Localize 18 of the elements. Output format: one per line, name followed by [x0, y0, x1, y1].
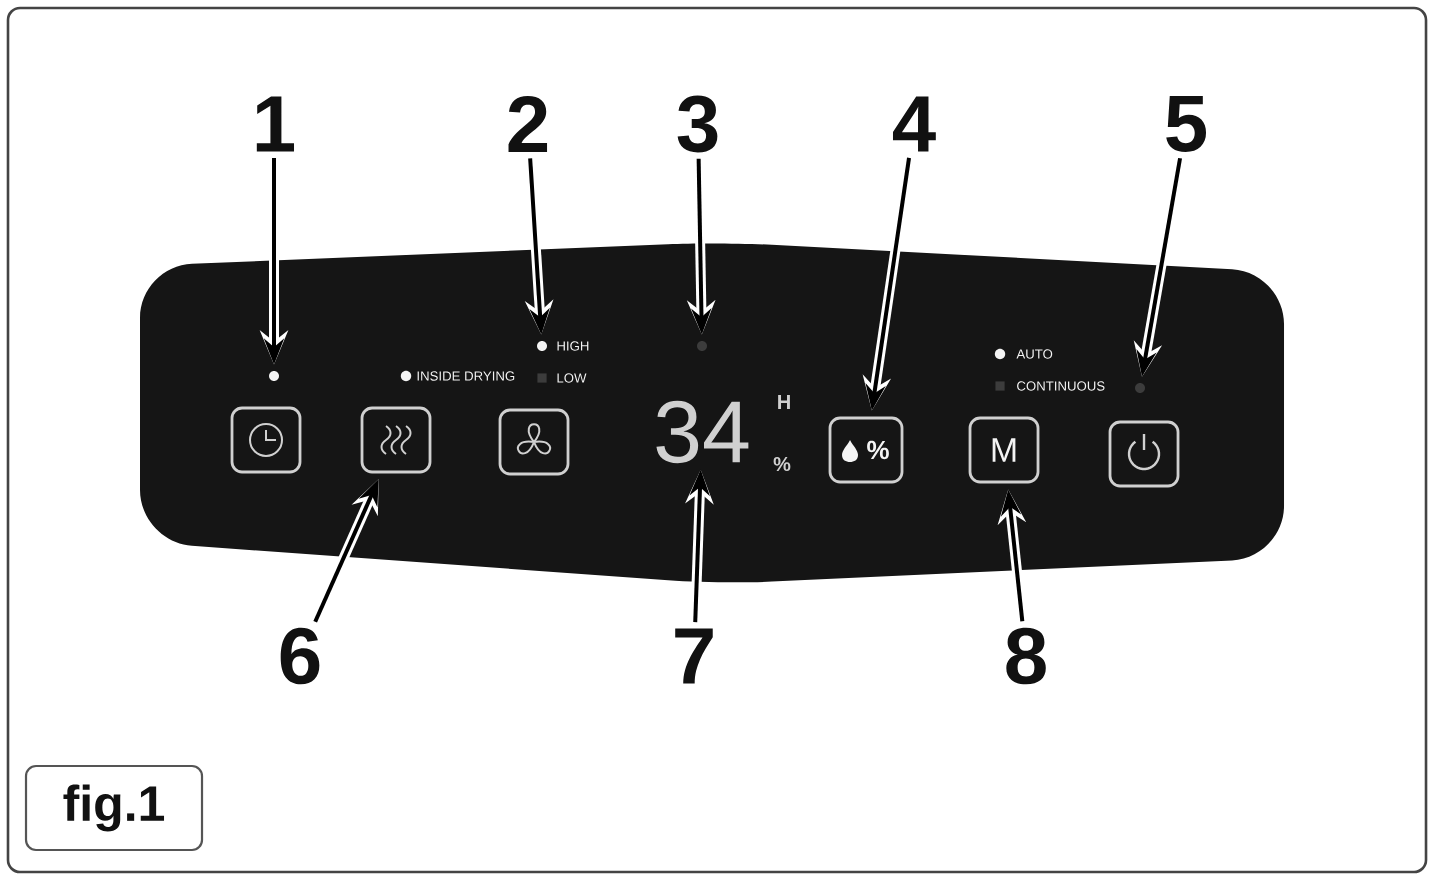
callout-number: 1 [256, 96, 294, 152]
indicator-light [537, 341, 547, 351]
callout-number: 7 [675, 628, 713, 684]
figure-label: fig.1 [24, 764, 204, 852]
unit-label: H [778, 395, 790, 409]
callout-number: 4 [893, 96, 936, 152]
callout-number: 6 [280, 627, 320, 685]
callout-number: 5 [1166, 96, 1206, 152]
button: % [828, 416, 904, 484]
indicator-light [697, 341, 707, 351]
callout-number: 3 [677, 95, 718, 153]
display-digits: 34 [656, 400, 749, 464]
indicator-light [269, 371, 279, 381]
callout-number: 2 [508, 96, 548, 152]
unit-label: % [773, 456, 791, 472]
callout-number: 8 [1006, 627, 1046, 685]
button: M [968, 416, 1040, 484]
indicator-light [1135, 383, 1145, 393]
